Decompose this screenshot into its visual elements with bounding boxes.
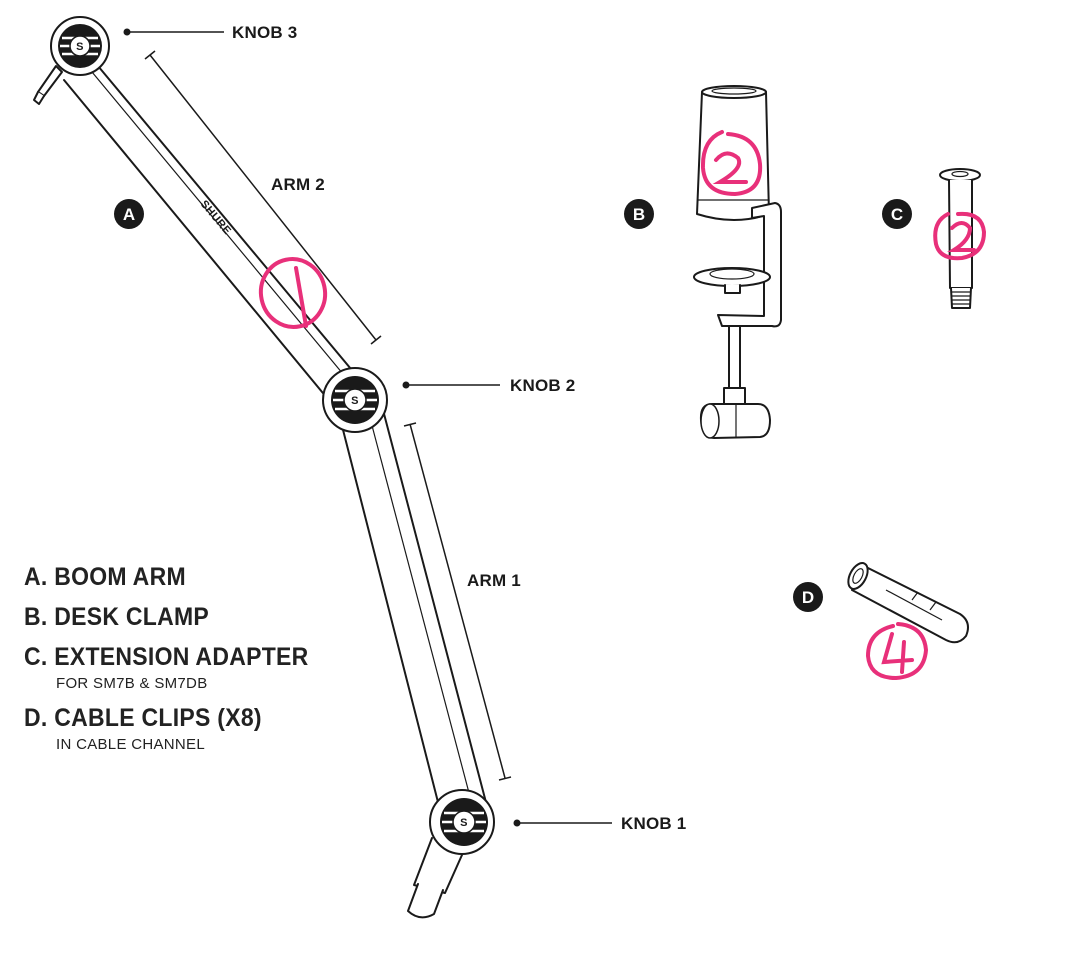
knob-2-logo: S (351, 395, 359, 407)
parts-legend: A. BOOM ARM B. DESK CLAMP C. EXTENSION A… (24, 562, 384, 764)
part-badge-c: C (882, 199, 912, 229)
part-badge-c-letter: C (891, 205, 903, 224)
arm-tip-nub (33, 91, 45, 105)
legend-item-desk-clamp: B. DESK CLAMP (24, 602, 384, 632)
label-knob-2: KNOB 2 (510, 376, 575, 395)
arm-bottom-post (407, 883, 444, 919)
part-badge-a: A (114, 199, 144, 229)
extension-adapter-drawing (939, 168, 981, 309)
legend-title: A. BOOM ARM (24, 563, 186, 591)
part-badge-a-letter: A (123, 205, 135, 224)
part-badge-d-letter: D (802, 588, 814, 607)
desk-clamp-drawing (693, 85, 782, 439)
knob-1-logo: S (460, 817, 468, 829)
arm-1-tube (339, 409, 489, 811)
arm-2-seam (91, 71, 359, 393)
adapter-thread (950, 287, 972, 309)
handwritten-note-1 (258, 257, 328, 329)
part-badge-b-letter: B (633, 205, 645, 224)
knob-leaders (123, 28, 612, 827)
clamp-c-body (717, 202, 782, 328)
label-knob-3: KNOB 3 (232, 23, 297, 42)
arm-tip-connector (37, 65, 63, 97)
handwritten-note-3 (933, 211, 987, 261)
legend-item-extension-adapter: C. EXTENSION ADAPTER FOR SM7B & SM7DB (24, 642, 384, 693)
part-badge-b: B (624, 199, 654, 229)
label-arm-2: ARM 2 (271, 175, 325, 194)
arm-2-tube (63, 65, 372, 405)
legend-subtitle: IN CABLE CHANNEL (56, 736, 206, 753)
boom-arm-drawing (33, 65, 489, 919)
legend-subtitle: FOR SM7B & SM7DB (56, 675, 208, 692)
legend-item-boom-arm: A. BOOM ARM (24, 562, 384, 592)
knob-3-logo: S (76, 41, 84, 53)
legend-title: C. EXTENSION ADAPTER (24, 643, 309, 671)
handwritten-note-2 (700, 130, 763, 197)
knob-3: S (50, 16, 110, 76)
knob-1: S (429, 789, 495, 855)
clamp-screw (728, 325, 741, 393)
legend-title: B. DESK CLAMP (24, 603, 210, 631)
label-knob-1: KNOB 1 (621, 814, 686, 833)
legend-item-cable-clips: D. CABLE CLIPS (X8) IN CABLE CHANNEL (24, 703, 384, 754)
arm-dimension-lines (144, 50, 512, 781)
cable-clip-drawing (847, 562, 969, 644)
part-badge-d: D (793, 582, 823, 612)
label-arm-1: ARM 1 (467, 571, 521, 590)
knob-2: S (322, 367, 388, 433)
brand-logo: SHURE (198, 198, 234, 237)
legend-title: D. CABLE CLIPS (X8) (24, 704, 262, 732)
handwritten-note-4 (865, 622, 929, 681)
arm-1-seam (369, 417, 474, 809)
